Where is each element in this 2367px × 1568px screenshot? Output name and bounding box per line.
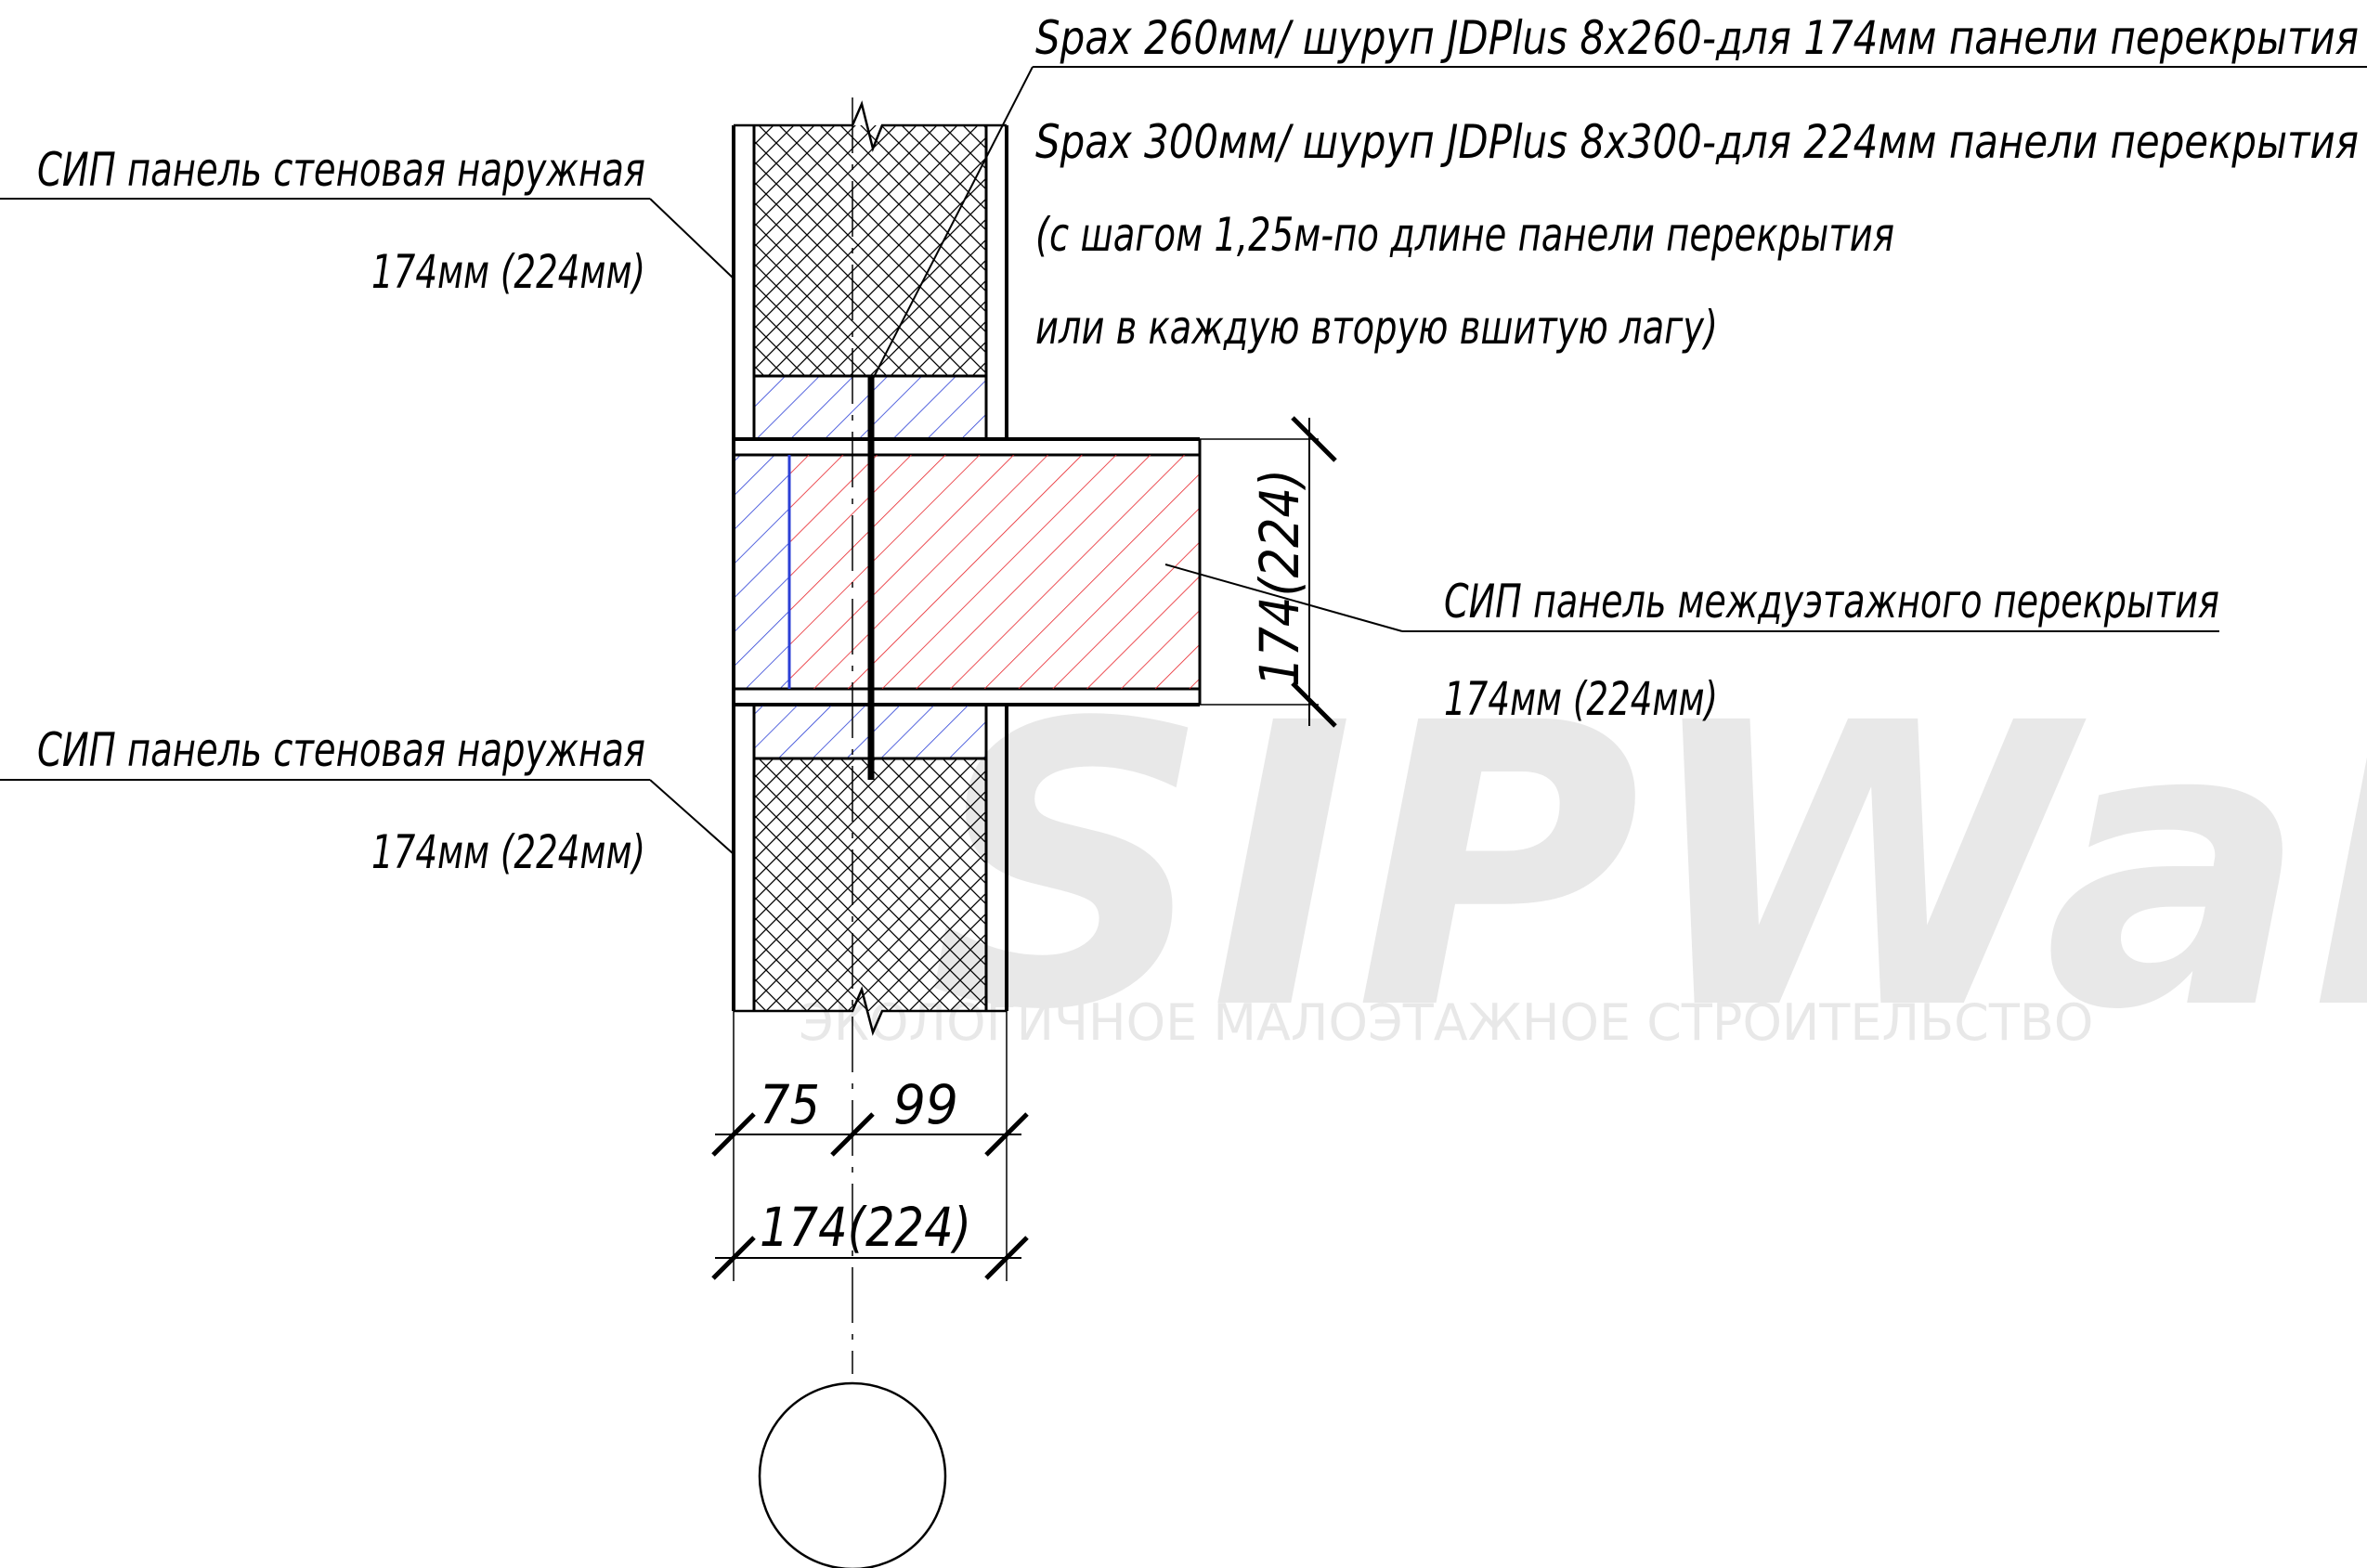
rim-board-outer (732, 453, 791, 691)
dim-row2-tick-right (984, 1236, 1029, 1280)
fastener-note-line4: или в каждую вторую вшитую лагу) (1035, 301, 1718, 355)
fastener-note-line1: Spax 260мм/ шуруп JDPlus 8x260-для 174мм… (1035, 11, 2359, 65)
dim-row2-tick-left (711, 1236, 756, 1280)
fastener-note-line2: Spax 300мм/ шуруп JDPlus 8x300-для 224мм… (1035, 115, 2359, 169)
dim-row1-tick-left (711, 1112, 756, 1157)
dim-row1-tick-mid (830, 1112, 875, 1157)
floor-height-tick-top (1291, 416, 1337, 462)
floor-panel (732, 437, 1202, 706)
dim-wall-total: 174(224) (760, 1196, 971, 1259)
floor-height-tick-bottom (1291, 681, 1337, 728)
floor-height-dimension: 174(224) (1200, 416, 1337, 728)
lower-break-symbol (734, 986, 1007, 1036)
dim-right-part: 99 (893, 1073, 958, 1136)
lower-wall-label: СИП панель стеновая наружная 174мм (224м… (0, 723, 735, 879)
lower-wall-panel (732, 703, 1008, 1036)
upper-break-symbol (734, 100, 1007, 153)
rim-board-inner (789, 455, 1200, 689)
upper-wall-insulation (754, 125, 986, 376)
watermark-brand: SIPWall (929, 641, 2367, 1095)
upper-wall-label-size: 174мм (224мм) (371, 245, 645, 299)
dim-left-part: 75 (760, 1073, 820, 1136)
fastener-leader (872, 66, 1034, 380)
floor-height-value: 174(224) (1248, 469, 1311, 687)
fastener-note: Spax 260мм/ шуруп JDPlus 8x260-для 174мм… (872, 11, 2367, 380)
lower-wall-label-size: 174мм (224мм) (371, 825, 645, 879)
floor-label: СИП панель междуэтажного перекрытия 174м… (1164, 564, 2219, 726)
floor-label-title: СИП панель междуэтажного перекрытия (1444, 575, 2219, 628)
fastener-note-line3: (с шагом 1,25м-по длине панели перекрыти… (1035, 208, 1894, 262)
watermark: SIPWall ЭКОЛОГИЧНОЕ МАЛОЭТАЖНОЕ СТРОИТЕЛ… (799, 641, 2367, 1095)
floor-leader (1164, 564, 1403, 632)
upper-wall-label: СИП панель стеновая наружная 174мм (224м… (0, 143, 735, 299)
lower-wall-insulation (754, 758, 986, 1011)
upper-wall-leader (649, 198, 735, 279)
lower-wall-label-title: СИП панель стеновая наружная (37, 723, 645, 777)
floor-label-size: 174мм (224мм) (1444, 672, 1718, 726)
watermark-tagline: ЭКОЛОГИЧНОЕ МАЛОЭТАЖНОЕ СТРОИТЕЛЬСТВО (799, 993, 2093, 1052)
upper-wall-label-title: СИП панель стеновая наружная (37, 143, 645, 197)
dim-row1-tick-right (984, 1112, 1029, 1157)
wall-thickness-dimensions: 75 99 174(224) (711, 1011, 1029, 1281)
lower-wall-leader (649, 779, 735, 855)
axis-marker-circle (758, 1381, 947, 1568)
